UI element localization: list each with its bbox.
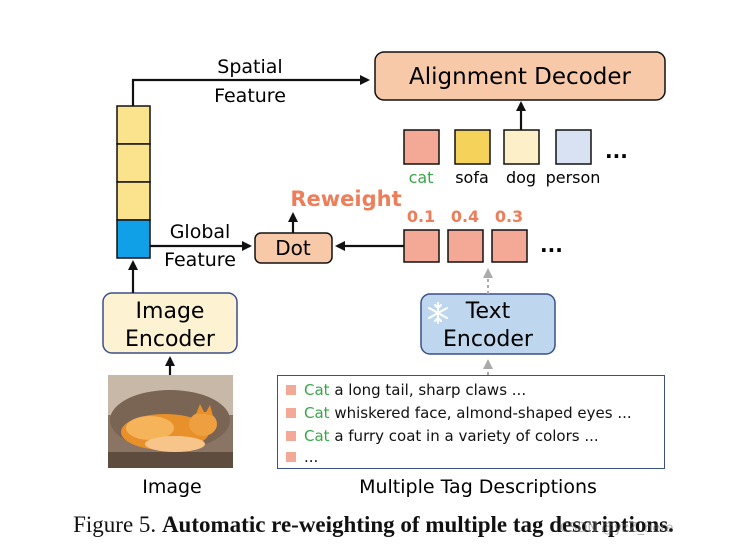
spatial-feature-label-2: Feature: [214, 85, 286, 107]
figure-caption: Figure 5. Automatic re-weighting of mult…: [0, 512, 747, 538]
text-embedding-boxes: [403, 229, 528, 263]
alignment-decoder-box: [374, 51, 666, 101]
tag-boxes: [403, 129, 592, 165]
description-line: Cat a long tail, sharp claws ...: [286, 381, 526, 399]
text-encoder-label-2: Encoder: [443, 327, 534, 352]
weight-2: 0.4: [451, 207, 479, 226]
tag-descriptions-box: Cat a long tail, sharp claws ... Cat whi…: [277, 375, 665, 469]
description-line: Cat a furry coat in a variety of colors …: [286, 427, 599, 445]
description-line: Cat whiskered face, almond-shaped eyes .…: [286, 404, 632, 422]
caption-prefix: Figure 5.: [73, 512, 162, 537]
watermark: CSDN @yzZ_here: [560, 521, 674, 536]
tag-box-person: [555, 129, 592, 165]
spatial-feature-label-1: Spatial: [217, 56, 282, 78]
image-encoder-label-1: Image: [136, 299, 205, 324]
embedding-ellipsis: ...: [540, 233, 563, 257]
description-tag: Cat: [304, 381, 330, 399]
weight-3: 0.3: [495, 207, 523, 226]
dot-label: Dot: [275, 236, 311, 260]
tag-box-dog: [503, 129, 540, 165]
description-tag: Cat: [304, 404, 330, 422]
description-text: a furry coat in a variety of colors ...: [329, 427, 599, 445]
tag-label-person: person: [546, 168, 601, 187]
image-encoder-box: [102, 292, 238, 354]
bullet-square-icon: [286, 385, 296, 395]
text-encoder-label-1: Text: [465, 299, 511, 324]
dot-box: [254, 232, 333, 264]
weight-1: 0.1: [407, 207, 435, 226]
description-text: whiskered face, almond-shaped eyes ...: [329, 404, 632, 422]
description-tag: Cat: [304, 427, 330, 445]
tag-box-cat: [403, 129, 440, 165]
image-label: Image: [142, 476, 202, 498]
tag-label-sofa: sofa: [455, 168, 489, 187]
description-text: ...: [304, 448, 319, 466]
alignment-decoder-label: Alignment Decoder: [409, 64, 631, 90]
global-feature-label-2: Feature: [164, 249, 236, 271]
bullet-square-icon: [286, 431, 296, 441]
cat-image: [108, 375, 233, 468]
reweight-label: Reweight: [290, 187, 401, 211]
image-encoder-label-2: Encoder: [125, 327, 216, 352]
description-text: a long tail, sharp claws ...: [329, 381, 527, 399]
tag-label-dog: dog: [506, 168, 536, 187]
tag-label-cat: cat: [409, 168, 434, 187]
global-feature-label-1: Global: [170, 221, 231, 243]
caption-title: Automatic re-weighting of multiple tag d…: [161, 512, 674, 537]
spatial-feature-arrow: [131, 75, 370, 106]
description-line: ...: [286, 448, 318, 466]
feature-stack: [116, 105, 151, 259]
multiple-tag-descriptions-label: Multiple Tag Descriptions: [359, 476, 597, 498]
bullet-square-icon: [286, 452, 296, 462]
snowflake-icon: [428, 302, 448, 324]
tag-box-sofa: [454, 129, 491, 165]
tag-ellipsis: ...: [605, 139, 628, 163]
bullet-square-icon: [286, 408, 296, 418]
